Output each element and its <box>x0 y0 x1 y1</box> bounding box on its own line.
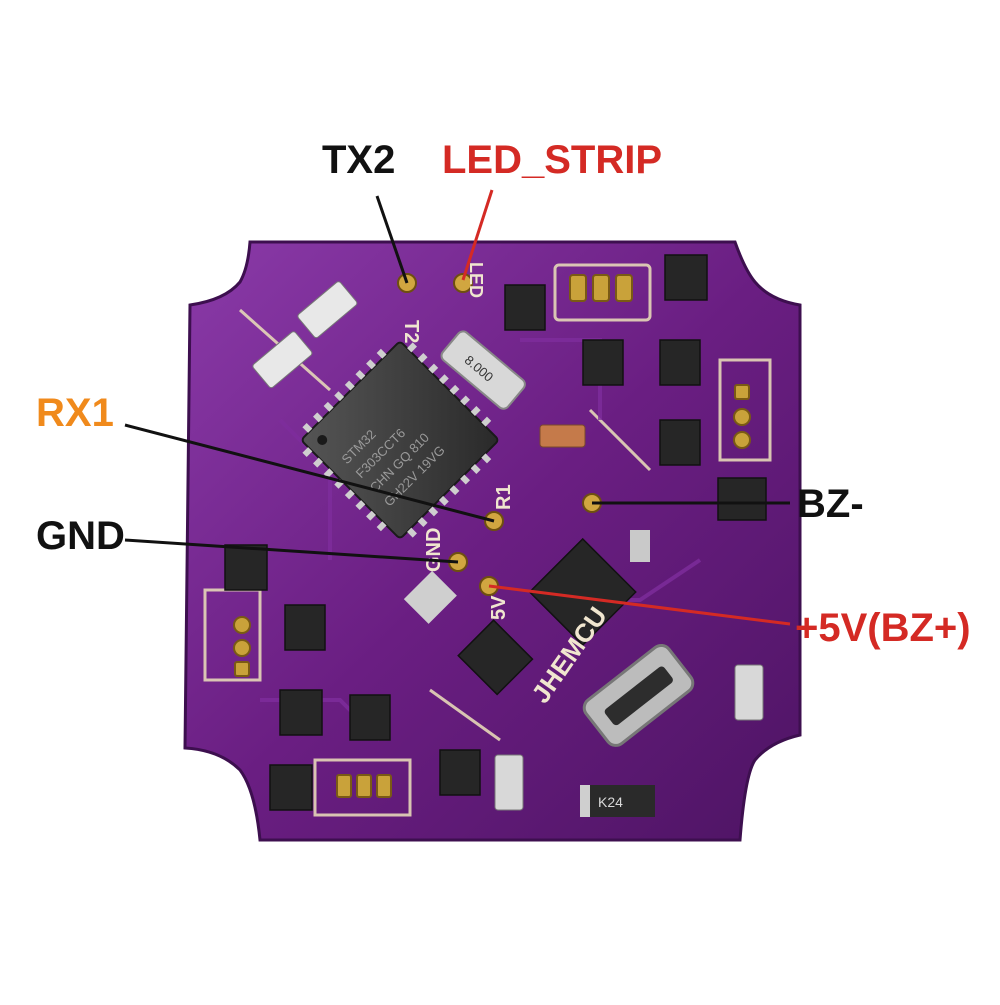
labeled-pads <box>397 273 602 596</box>
micro-usb-connector <box>582 643 695 747</box>
diode-k24: K24 <box>580 785 655 817</box>
silk-gnd: GND <box>423 528 445 572</box>
leader-lines <box>124 189 791 626</box>
leader-rx1 <box>124 423 495 523</box>
leader-5v <box>488 584 791 626</box>
label-led-strip: LED_STRIP <box>442 138 663 182</box>
silk-led: LED <box>466 262 486 298</box>
passive-components <box>252 281 764 811</box>
solder-pads <box>233 274 751 798</box>
label-tx2: TX2 <box>322 138 396 182</box>
leader-led-strip <box>461 189 494 281</box>
label-5v-bz-plus: +5V(BZ+) <box>795 606 971 650</box>
silk-r1: R1 <box>493 484 515 510</box>
crystal-oscillator: 8.000 <box>440 330 526 410</box>
pcb-board <box>183 240 802 842</box>
pad-led-strip <box>453 273 473 293</box>
leader-tx2 <box>375 195 409 284</box>
leader-gnd <box>124 538 459 564</box>
small-ic-chips <box>224 254 767 811</box>
label-rx1: RX1 <box>36 391 114 435</box>
silk-t2: T2 <box>400 320 422 343</box>
silk-5v: 5V <box>488 595 510 620</box>
label-gnd: GND <box>36 514 125 558</box>
mcu-chip: STM32 F303CCT6 CHN GQ 810 GH22V 19VG <box>301 341 499 539</box>
diode-marking: K24 <box>598 794 623 810</box>
label-bz-minus: BZ- <box>797 482 864 526</box>
